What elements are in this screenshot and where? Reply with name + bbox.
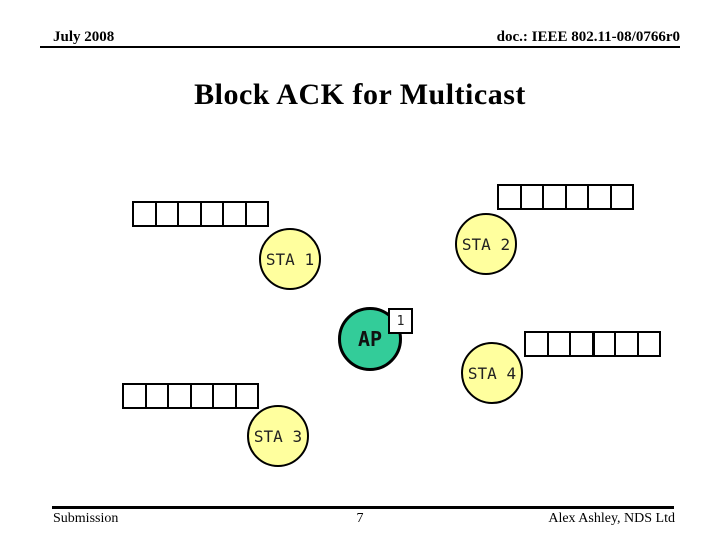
frame-grid-sta4 xyxy=(524,331,661,357)
frame-slot xyxy=(154,201,179,227)
frame-slot xyxy=(569,331,594,357)
node-sta1-label: STA 1 xyxy=(265,249,315,269)
node-sta2-label: STA 2 xyxy=(461,234,511,254)
ap-badge-value: 1 xyxy=(396,313,405,329)
node-sta1: STA 1 xyxy=(259,228,321,290)
footer-author: Alex Ashley, NDS Ltd xyxy=(548,511,675,526)
frame-slot xyxy=(212,383,237,409)
frame-slot xyxy=(177,201,202,227)
frame-slot xyxy=(189,383,214,409)
header-date: July 2008 xyxy=(53,29,115,45)
frame-slot xyxy=(591,331,616,357)
frame-slot xyxy=(542,184,567,210)
node-sta2: STA 2 xyxy=(455,213,517,275)
frame-slot xyxy=(234,383,259,409)
frame-grid-sta3 xyxy=(122,383,259,409)
frame-slot xyxy=(222,201,247,227)
frame-slot xyxy=(199,201,224,227)
footer-submission: Submission xyxy=(53,511,119,526)
node-sta4: STA 4 xyxy=(461,342,523,404)
frame-slot xyxy=(609,184,634,210)
frame-slot xyxy=(636,331,661,357)
frame-slot xyxy=(587,184,612,210)
node-sta3-label: STA 3 xyxy=(253,426,303,446)
slide-title: Block ACK for Multicast xyxy=(194,78,526,111)
ap-badge: 1 xyxy=(388,308,413,334)
frame-slot xyxy=(497,184,522,210)
header-doc-number: doc.: IEEE 802.11-08/0766r0 xyxy=(496,29,680,45)
frame-slot xyxy=(524,331,549,357)
header-rule xyxy=(40,46,680,48)
frame-slot xyxy=(244,201,269,227)
footer-rule xyxy=(52,506,674,509)
frame-slot xyxy=(132,201,157,227)
node-sta4-label: STA 4 xyxy=(467,363,517,383)
node-sta3: STA 3 xyxy=(247,405,309,467)
frame-slot xyxy=(144,383,169,409)
footer-page-number: 7 xyxy=(356,511,364,526)
frame-slot xyxy=(564,184,589,210)
frame-slot xyxy=(167,383,192,409)
frame-slot xyxy=(122,383,147,409)
frame-grid-sta1 xyxy=(132,201,269,227)
frame-slot xyxy=(546,331,571,357)
node-ap-label: AP xyxy=(357,327,383,351)
frame-slot xyxy=(519,184,544,210)
frame-slot xyxy=(614,331,639,357)
frame-grid-sta2 xyxy=(497,184,634,210)
